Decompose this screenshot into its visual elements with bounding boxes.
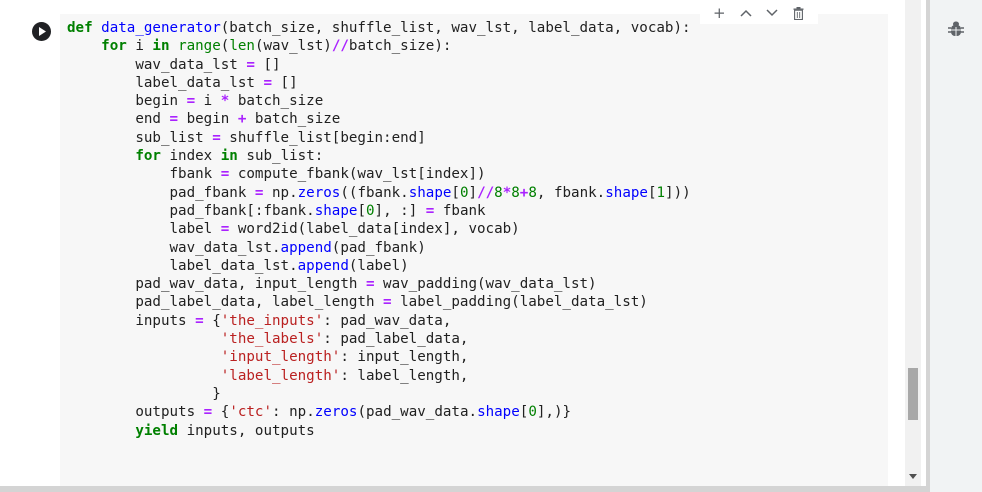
add-cell-button[interactable]: + — [709, 4, 729, 22]
code-line: 'input_length': input_length, — [220, 349, 469, 366]
scrollbar-thumb[interactable] — [908, 368, 918, 420]
scroll-down-arrow-icon[interactable] — [909, 474, 917, 479]
code-line: def data_generator(batch_size, shuffle_l… — [67, 20, 691, 36]
cell-toolbar: + — [700, 2, 818, 24]
notebook-area: def data_generator(batch_size, shuffle_l… — [32, 0, 921, 486]
code-line: label_data_lst.append(label) — [67, 257, 409, 274]
code-line: } — [67, 385, 221, 402]
code-line: pad_fbank[:fbank.shape[0], :] = fbank — [67, 202, 486, 219]
trash-icon — [793, 6, 804, 20]
code-line: begin = i * batch_size — [67, 93, 324, 110]
bug-icon[interactable] — [948, 20, 964, 38]
code-line: fbank = compute_fbank(wav_lst[index]) — [67, 166, 486, 183]
code-line: end = begin + batch_size — [67, 111, 341, 128]
code-line: 'label_length': label_length, — [220, 367, 469, 384]
play-icon — [39, 27, 46, 36]
cell-scrollbar[interactable] — [905, 0, 921, 486]
code-line: wav_data_lst = [] — [67, 56, 281, 73]
code-line: pad_fbank = np.zeros((fbank.shape[0]//8*… — [67, 184, 691, 201]
code-line: outputs = {'ctc': np.zeros(pad_wav_data.… — [67, 404, 572, 421]
chevron-down-icon — [766, 9, 778, 17]
panel-divider[interactable] — [926, 0, 930, 492]
code-editor[interactable]: def data_generator(batch_size, shuffle_l… — [67, 19, 691, 440]
code-line: inputs = {'the_inputs': pad_wav_data, — [67, 312, 452, 329]
horizontal-scrollbar[interactable] — [0, 486, 926, 492]
code-line: for i in range(len(wav_lst)//batch_size)… — [101, 38, 452, 55]
code-line: 'the_labels': pad_label_data, — [220, 331, 469, 348]
side-panel — [930, 0, 982, 492]
code-line: label_data_lst = [] — [67, 74, 298, 91]
code-line: yield inputs, outputs — [135, 422, 315, 439]
code-line: sub_list = shuffle_list[begin:end] — [67, 129, 426, 146]
code-line: pad_wav_data, input_length = wav_padding… — [67, 276, 597, 293]
code-line: label = word2id(label_data[index], vocab… — [67, 221, 520, 238]
plus-icon: + — [712, 4, 726, 22]
code-cell[interactable] — [60, 14, 888, 486]
move-cell-up-button[interactable] — [736, 9, 756, 17]
run-cell-button[interactable] — [32, 22, 51, 41]
chevron-up-icon — [740, 9, 752, 17]
delete-cell-button[interactable] — [789, 6, 809, 20]
code-line: wav_data_lst.append(pad_fbank) — [67, 239, 426, 256]
code-line: pad_label_data, label_length = label_pad… — [67, 294, 648, 311]
code-line: for index in sub_list: — [135, 148, 324, 165]
move-cell-down-button[interactable] — [762, 9, 782, 17]
